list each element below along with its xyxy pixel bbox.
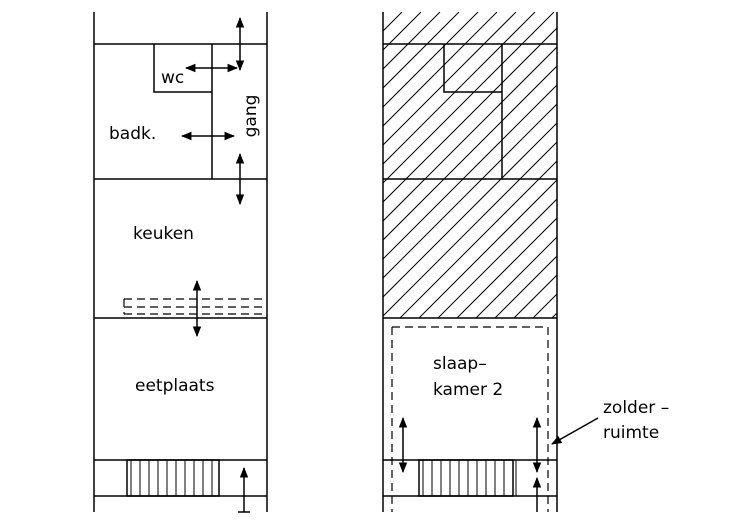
hatch-line [456,217,557,318]
hatch-line [383,12,384,13]
kitchen-counter-dashed [123,298,267,315]
hatch-line [551,312,557,318]
hatch-line [383,12,460,89]
label-kitchen: keuken [133,224,194,244]
right-wc-walls [443,44,502,93]
hatch-line [383,27,557,203]
hatch-line [494,255,557,318]
hatch-line [383,103,557,279]
label-dining: eetplaats [135,376,215,396]
wc-walls [153,44,212,93]
hatch-line [437,198,557,318]
left-staircase [126,459,220,497]
hatch-line [383,12,403,32]
hatch-line [383,12,479,108]
hatch-line [383,122,557,298]
hatch-line [475,236,557,318]
label-bedroom-line2: kamer 2 [433,380,503,400]
hatch-line [383,12,517,146]
hatch-line [383,141,557,317]
hatch-line [532,293,557,318]
label-bedroom-line1: slaap– [433,354,487,374]
label-bathroom: badk. [109,124,156,144]
hatched-area [383,12,750,318]
left-plan: wc badk. gang keuken eetplaats [93,12,268,513]
label-hallway: gang [241,95,261,138]
hatch-line [383,84,557,260]
label-attic-line2: ruimte [603,423,659,443]
hatch-line [383,12,422,51]
arrow-attic-pointer [551,417,599,445]
hatch-line [418,179,557,318]
hatch-line [383,12,536,165]
hatch-line [383,12,555,184]
hatch-line [383,65,557,241]
right-plan: slaap– kamer 2 zolder – ruimte [382,12,750,512]
hatch-line [571,12,750,318]
right-staircase [418,459,517,497]
hatch-line [383,12,498,127]
bedroom-dashed-outline [391,326,549,512]
label-attic-line1: zolder – [603,398,669,418]
label-wc: wc [161,68,184,88]
hatch-line [513,274,557,318]
hatch-line [383,12,441,70]
hatch-line [383,46,557,222]
hatch-line [399,160,557,318]
